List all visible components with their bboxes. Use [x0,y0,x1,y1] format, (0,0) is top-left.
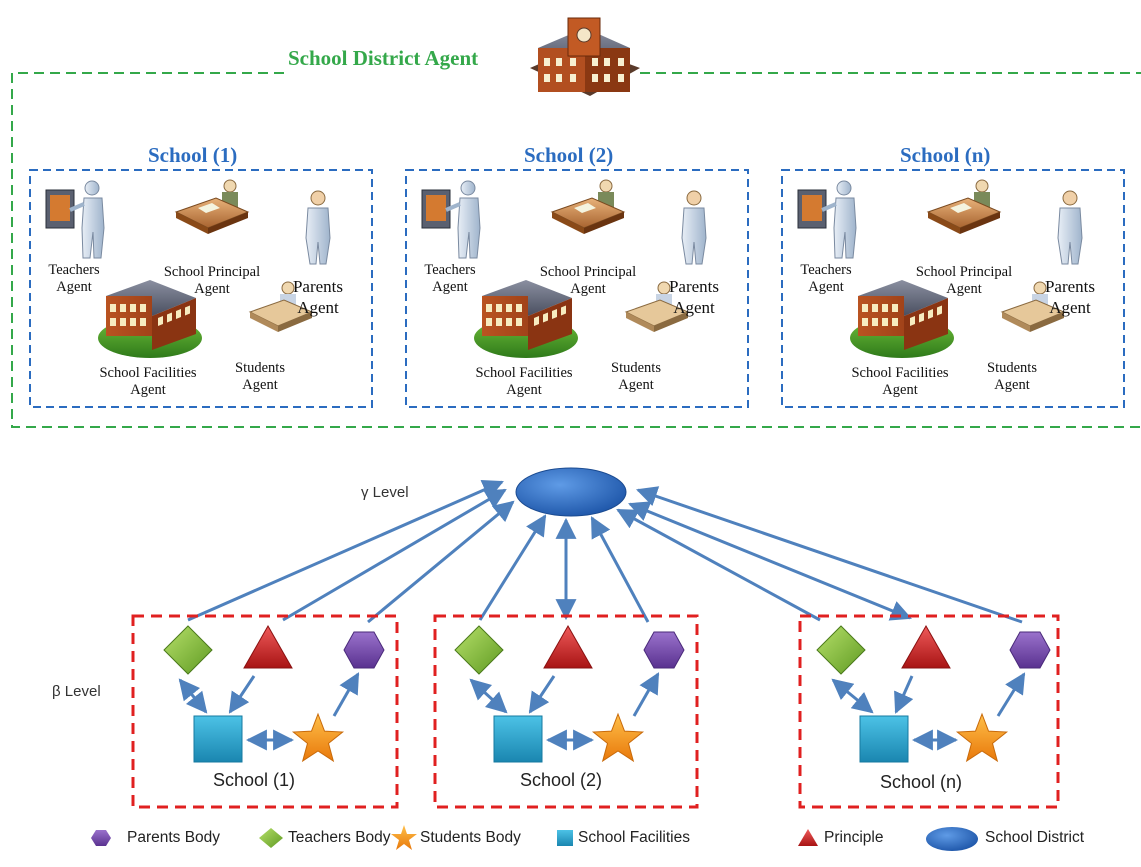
internal-arrows [831,672,1026,751]
parent-icon [305,190,331,265]
legend-students-body: Students Body [420,829,521,846]
parents-body-hexagon [643,631,685,669]
principal-icon [550,179,626,234]
school-1-box [29,169,373,408]
school-district-building-icon [530,17,640,96]
internal-arrows [469,672,660,751]
district-title: School District Agent [288,46,479,70]
school-2-box [405,169,749,408]
legend-triangle-icon [798,829,818,846]
school-1-title: School (1) [148,143,238,167]
legend-hexagon-icon [91,830,111,846]
legend-teachers-body: Teachers Body [288,829,391,846]
beta-school-border [433,614,699,809]
beta-school-2 [433,614,699,809]
parent-icon [1057,190,1083,265]
school-n-box [781,169,1125,408]
school-district-node [515,467,627,517]
parents-body-hexagon [343,631,385,669]
agent-architecture-graphic [11,17,1141,428]
student-icon [624,281,690,332]
legend-school-facilities: School Facilities [578,829,690,846]
principle-triangle [901,624,951,669]
legend-school-district: School District [985,829,1085,846]
school-facilities-building-icon [850,280,954,358]
teacher-icon [45,180,105,259]
beta-school-border [131,614,399,809]
bottom-school-n-label: School (n) [880,772,963,792]
hierarchy-graphic [91,467,1060,851]
principle-triangle [543,624,593,669]
school-facilities-square [493,715,543,763]
legend-parents-body: Parents Body [127,829,221,846]
students-body-star [591,712,645,763]
beta-school-n [798,614,1060,809]
principal-icon [926,179,1002,234]
beta-school-1 [131,614,399,809]
district-border [11,72,1141,428]
bottom-school-2-label: School (2) [520,770,603,790]
gamma-arrows [187,479,1023,624]
school-facilities-square [859,715,909,763]
beta-level-label: β Level [52,683,101,700]
school-facilities-building-icon [474,280,578,358]
teacher-icon [797,180,857,259]
students-body-star [955,712,1009,763]
legend-square-icon [557,830,573,846]
legend-ellipse-icon [926,827,978,851]
legend-star-icon [391,825,417,850]
school-facilities-square [193,715,243,763]
legend-shapes [91,825,978,851]
student-icon [1000,281,1066,332]
legend-diamond-icon [259,828,283,848]
teachers-body-diamond [454,625,504,675]
legend-principle: Principle [824,829,884,846]
student-icon [248,281,314,332]
principal-icon [174,179,250,234]
beta-school-border [798,614,1060,809]
school-box-border [781,169,1125,408]
parents-body-hexagon [1009,631,1051,669]
school-box-border [29,169,373,408]
parent-icon [681,190,707,265]
school-box-border [405,169,749,408]
school-2-title: School (2) [524,143,614,167]
principle-triangle [243,624,293,669]
teacher-icon [421,180,481,259]
bottom-school-1-label: School (1) [213,770,296,790]
school-n-title: School (n) [900,143,991,167]
teachers-body-diamond [816,625,866,675]
teachers-body-diamond [163,625,213,675]
gamma-level-label: γ Level [361,484,409,501]
internal-arrows [178,672,360,751]
students-body-star [291,712,345,763]
school-facilities-building-icon [98,280,202,358]
